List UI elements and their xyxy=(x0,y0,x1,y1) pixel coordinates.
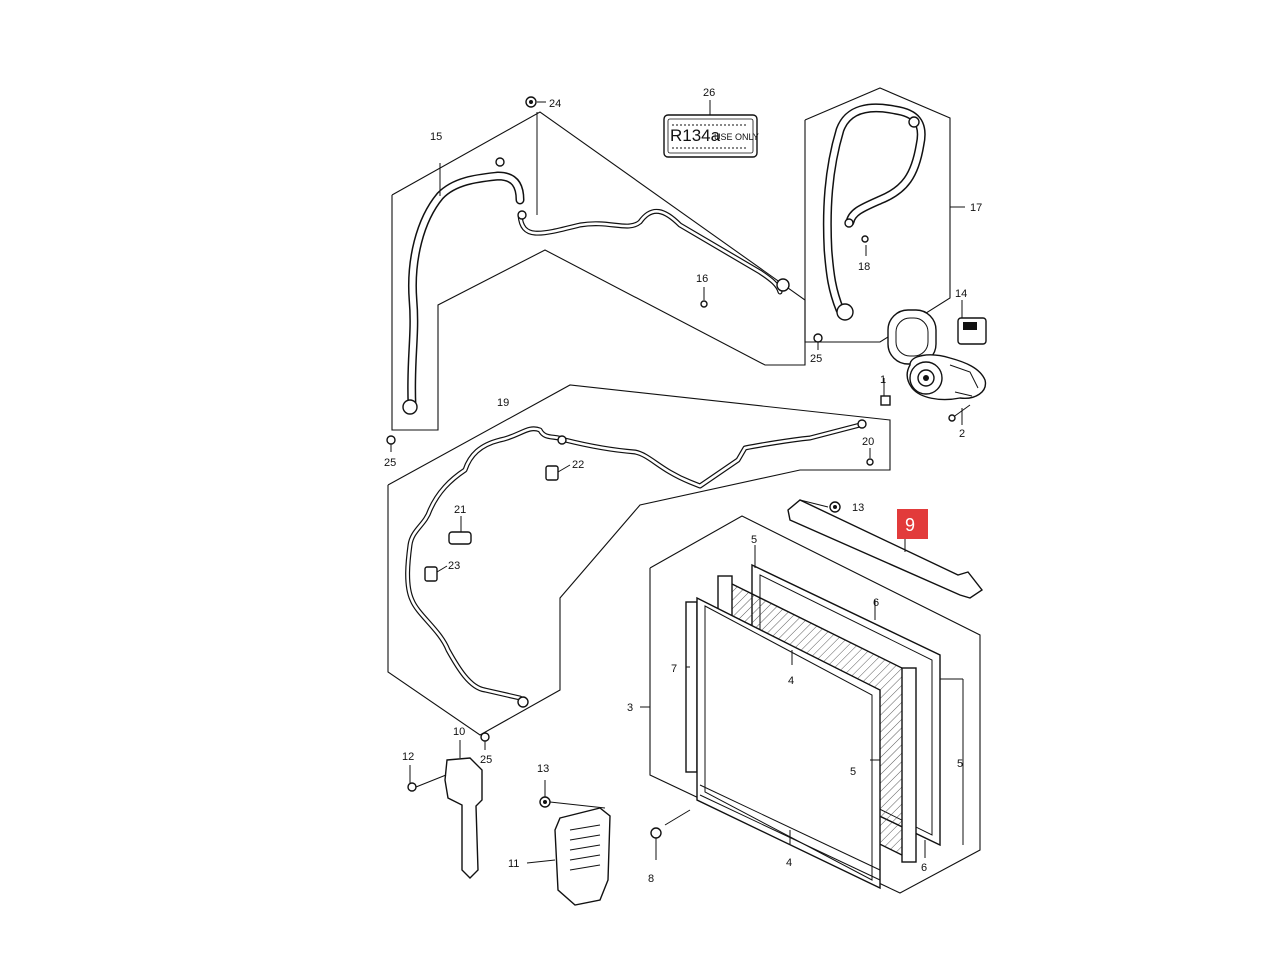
clip-23 xyxy=(424,565,448,582)
callout-6-lower: 6 xyxy=(921,862,927,874)
o-ring xyxy=(700,300,708,308)
callout-4-upper: 4 xyxy=(788,675,794,687)
discharge-hose xyxy=(822,103,926,315)
sticker-text-r134a: R134a xyxy=(670,126,721,145)
nut-13-upper xyxy=(799,499,841,513)
refrigerant-label-sticker: R134a USE ONLY xyxy=(663,100,759,158)
group-suction-hose xyxy=(391,111,806,431)
callout-2: 2 xyxy=(959,428,965,440)
sticker-text-use-only: USE ONLY xyxy=(714,132,759,142)
callout-16: 16 xyxy=(696,273,708,285)
callout-5-right: 5 xyxy=(957,758,963,770)
condenser-side-seal xyxy=(685,601,698,773)
compressor-assembly xyxy=(880,300,987,425)
callout-21: 21 xyxy=(454,504,466,516)
callout-5-center: 5 xyxy=(850,766,856,778)
group-discharge-hose xyxy=(804,87,965,350)
compressor-bolt xyxy=(880,395,891,406)
callout-23: 23 xyxy=(448,560,460,572)
callout-25-top-right: 25 xyxy=(810,353,822,365)
group-liquid-pipe xyxy=(386,384,891,750)
callout-26: 26 xyxy=(703,87,715,99)
o-ring xyxy=(861,235,869,243)
callout-19: 19 xyxy=(497,397,509,409)
callout-15: 15 xyxy=(430,131,442,143)
callout-22: 22 xyxy=(572,459,584,471)
bolt-24 xyxy=(525,96,546,108)
group-condenser xyxy=(640,499,984,894)
callout-13-lower: 13 xyxy=(537,763,549,775)
callout-5-top: 5 xyxy=(751,534,757,546)
hose-fitting xyxy=(402,399,418,415)
callout-4-lower: 4 xyxy=(786,857,792,869)
suction-pipe xyxy=(517,209,783,295)
bracket-10 xyxy=(407,740,483,879)
callout-14: 14 xyxy=(955,288,967,300)
callout-1: 1 xyxy=(880,374,886,386)
callout-24: 24 xyxy=(549,98,561,110)
compressor-relay xyxy=(957,317,987,345)
callout-18: 18 xyxy=(858,261,870,273)
callout-labels: 1 2 3 4 4 5 5 5 6 6 7 8 10 11 12 13 13 1… xyxy=(384,87,982,885)
condenser-upper-seal xyxy=(787,499,984,599)
callout-13-upper: 13 xyxy=(852,502,864,514)
callout-9: 9 xyxy=(905,515,915,535)
callout-10: 10 xyxy=(453,726,465,738)
bracket-11 xyxy=(526,780,611,906)
callout-25-left: 25 xyxy=(384,457,396,469)
callout-8: 8 xyxy=(648,873,654,885)
callout-6-upper: 6 xyxy=(873,597,879,609)
pressure-switch xyxy=(448,516,472,545)
highlight-box xyxy=(897,509,928,539)
callout-25-bottom: 25 xyxy=(480,754,492,766)
callout-20: 20 xyxy=(862,436,874,448)
highlight-callout-9[interactable]: 9 xyxy=(897,509,928,539)
callout-11: 11 xyxy=(508,858,519,870)
callout-12: 12 xyxy=(402,751,414,763)
callout-7: 7 xyxy=(671,663,677,675)
clip-22 xyxy=(545,464,571,481)
callout-3: 3 xyxy=(627,702,633,714)
o-ring xyxy=(866,458,874,466)
callout-17: 17 xyxy=(970,202,982,214)
